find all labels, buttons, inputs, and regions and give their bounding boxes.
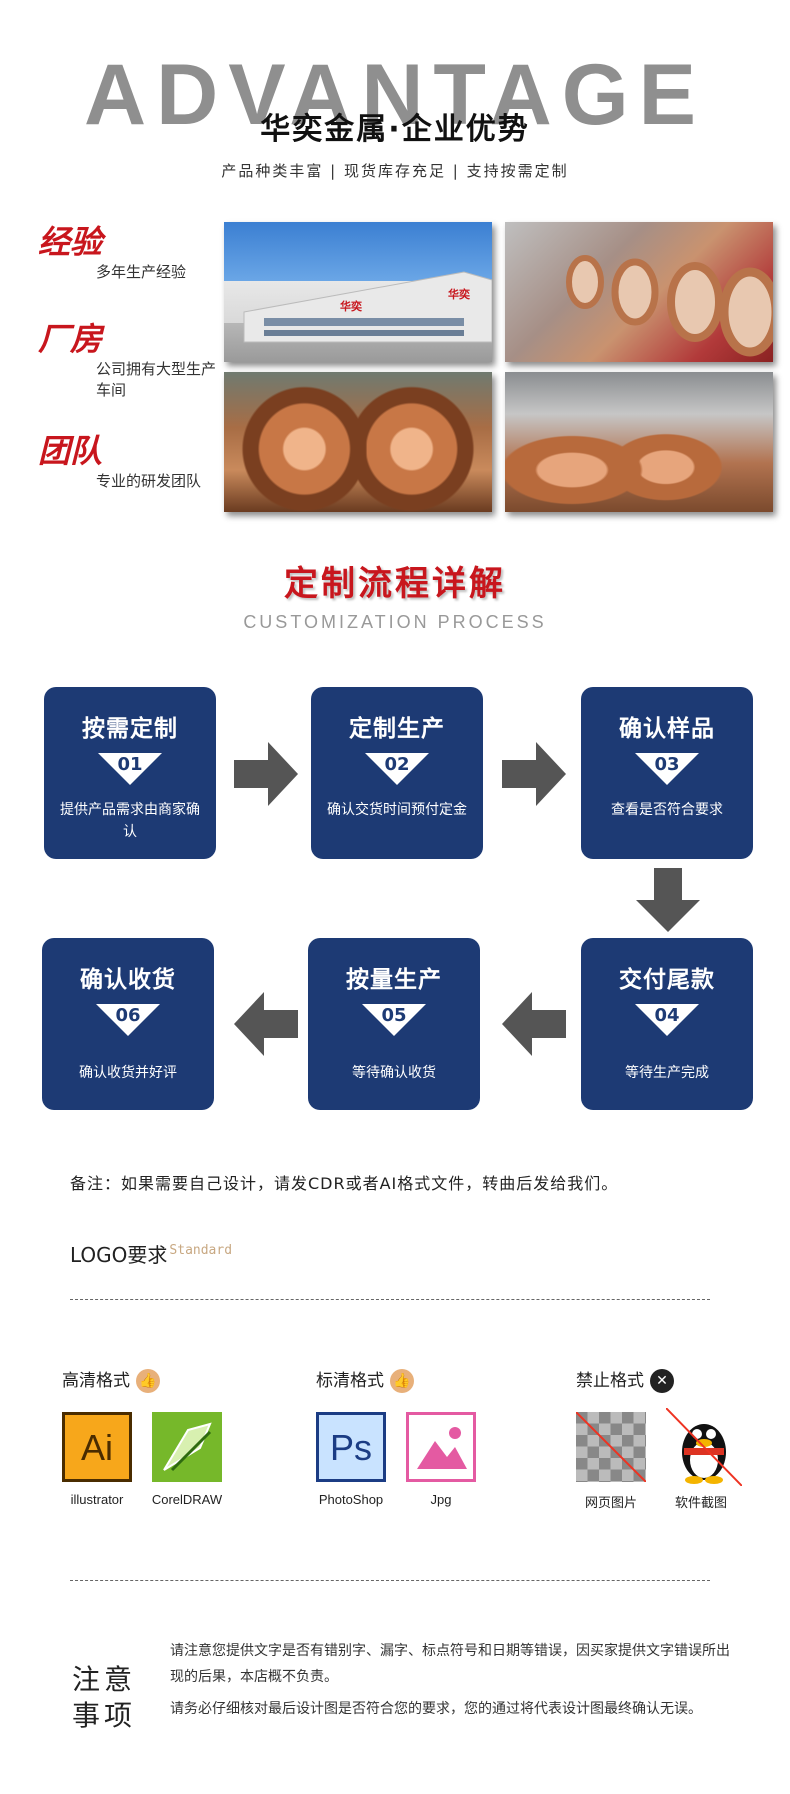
step-title: 按需定制	[82, 716, 178, 742]
step-number-triangle: 02	[365, 753, 429, 785]
step-number: 02	[384, 754, 410, 775]
advantage-desc: 公司拥有大型生产车间	[96, 360, 217, 399]
logo-req-title: LOGO要求	[70, 1243, 168, 1267]
step-title: 定制生产	[349, 716, 445, 742]
coreldraw-caption: CorelDRAW	[151, 1492, 223, 1507]
copper-coil-workshop-photo	[505, 372, 773, 512]
process-step-03: 确认样品 03 查看是否符合要求	[581, 687, 753, 859]
advantage-factory: 厂房 公司拥有大型生产车间	[38, 323, 216, 401]
dashed-divider	[70, 1299, 710, 1300]
step-desc: 确认交货时间预付定金	[327, 802, 467, 818]
step-desc: 确认收货并好评	[79, 1065, 177, 1081]
building-sign: 华奕	[448, 288, 470, 301]
advantage-title: 经验	[38, 223, 103, 261]
step-number-triangle: 06	[96, 1004, 160, 1036]
step-desc: 查看是否符合要求	[611, 802, 723, 818]
copper-coil-pile-photo	[224, 372, 492, 512]
thumbs-up-icon: 👍	[136, 1369, 160, 1393]
advantage-desc: 多年生产经验	[96, 263, 187, 281]
process-step-01: 按需定制 01 提供产品需求由商家确认	[44, 687, 216, 859]
process-title: 定制流程详解	[284, 564, 506, 604]
jpg-caption: Jpg	[430, 1492, 452, 1507]
step-number-triangle: 04	[635, 1004, 699, 1036]
qq-penguin-icon	[665, 1407, 743, 1487]
step-title: 确认收货	[80, 967, 176, 993]
notice-text-1: 请注意您提供文字是否有错别字、漏字、标点符号和日期等错误，因买家提供文字错误所出…	[170, 1643, 730, 1685]
process-step-04: 交付尾款 04 等待生产完成	[581, 938, 753, 1110]
advantage-title: 团队	[38, 432, 103, 470]
step-number: 05	[381, 1005, 407, 1026]
arrow-left-icon	[234, 992, 298, 1056]
step-number-triangle: 03	[635, 753, 699, 785]
arrow-right-icon	[234, 742, 298, 806]
step-number: 03	[654, 754, 680, 775]
screenshot-caption: 软件截图	[674, 1495, 727, 1510]
step-desc: 提供产品需求由商家确认	[60, 802, 200, 840]
copper-tube-warehouse-photo	[505, 222, 773, 362]
jpg-image-icon	[406, 1412, 476, 1482]
illustrator-caption: illustrator	[70, 1492, 124, 1507]
advantage-title: 厂房	[38, 320, 103, 358]
dashed-divider	[70, 1580, 710, 1581]
advantage-desc: 专业的研发团队	[96, 472, 202, 490]
sd-format-text: 标清格式	[316, 1371, 384, 1391]
banned-format-label: 禁止格式 ✕	[576, 1366, 674, 1393]
step-desc: 等待生产完成	[625, 1065, 709, 1081]
step-number: 01	[117, 754, 143, 775]
web-image-icon	[576, 1412, 646, 1482]
step-desc: 等待确认收货	[352, 1065, 436, 1081]
advantage-watermark-title: ADVANTAGE	[84, 47, 706, 143]
hd-format-label: 高清格式 👍	[62, 1366, 160, 1393]
ai-icon-text: Ai	[80, 1427, 113, 1468]
ps-icon-text: Ps	[329, 1427, 372, 1468]
step-number: 04	[654, 1005, 680, 1026]
photoshop-caption: PhotoShop	[318, 1492, 384, 1507]
notice-heading-line1: 注意	[72, 1663, 137, 1696]
notice-heading-line2: 事项	[72, 1699, 137, 1732]
illustrator-icon: Ai	[62, 1412, 132, 1482]
advantage-experience: 经验 多年生产经验	[38, 226, 216, 283]
thumbs-up-icon: 👍	[390, 1369, 414, 1393]
sd-format-label: 标清格式 👍	[316, 1366, 414, 1393]
arrow-down-icon	[636, 868, 700, 932]
notice-text-2: 请务必仔细核对最后设计图是否符合您的要求，您的通过将代表设计图最终确认无误。	[170, 1701, 702, 1717]
step-title: 按量生产	[346, 967, 442, 993]
arrow-right-icon	[502, 742, 566, 806]
building-sign: 华奕	[340, 300, 362, 313]
step-title: 确认样品	[619, 716, 715, 742]
process-subtitle: CUSTOMIZATION PROCESS	[243, 612, 547, 632]
logo-req-standard: Standard	[169, 1243, 233, 1259]
advantage-team: 团队 专业的研发团队	[38, 435, 216, 492]
web-image-caption: 网页图片	[584, 1495, 637, 1510]
notice-heading: 注意 事项	[72, 1662, 136, 1734]
hd-format-text: 高清格式	[62, 1371, 130, 1391]
company-advantage-heading: 华奕金属·企业优势	[260, 112, 530, 147]
photoshop-icon: Ps	[316, 1412, 386, 1482]
process-step-02: 定制生产 02 确认交货时间预付定金	[311, 687, 483, 859]
coreldraw-icon	[152, 1412, 222, 1482]
process-step-06: 确认收货 06 确认收货并好评	[42, 938, 214, 1110]
tagline: 产品种类丰富 | 现货库存充足 | 支持按需定制	[221, 162, 569, 180]
close-icon: ✕	[650, 1369, 674, 1393]
factory-building-photo: 华奕 华奕	[224, 222, 492, 362]
step-number-triangle: 05	[362, 1004, 426, 1036]
arrow-left-icon	[502, 992, 566, 1056]
remark-text: 备注：如果需要自己设计，请发CDR或者AI格式文件，转曲后发给我们。	[70, 1174, 619, 1193]
step-number: 06	[115, 1005, 141, 1026]
step-number-triangle: 01	[98, 753, 162, 785]
step-title: 交付尾款	[619, 967, 715, 993]
process-step-05: 按量生产 05 等待确认收货	[308, 938, 480, 1110]
banned-format-text: 禁止格式	[576, 1371, 644, 1391]
